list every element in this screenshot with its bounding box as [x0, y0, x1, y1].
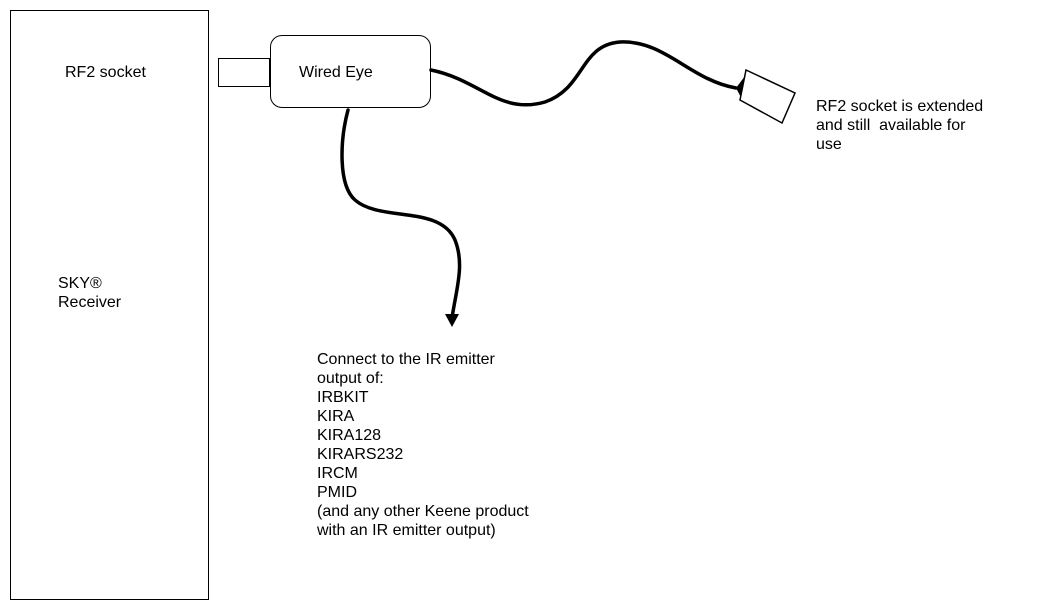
connect-note-line: KIRA: [317, 408, 355, 425]
ir-cable-arrowhead: [445, 314, 459, 327]
extension-note-line2: and still available for: [816, 117, 966, 134]
connect-note-line: with an IR emitter output): [317, 522, 496, 539]
ir-cable: [340, 108, 462, 320]
connect-note-line: (and any other Keene product: [317, 503, 529, 520]
extension-note-line3: use: [816, 136, 842, 153]
connect-note-line: KIRA128: [317, 427, 382, 444]
diagram: RF2 socket SKY® Receiver Wired Eye RF2 s…: [10, 10, 984, 600]
cables: [340, 40, 796, 327]
connect-note-line: IRCM: [317, 465, 358, 482]
connect-note-line: output of:: [317, 370, 384, 387]
extension-connector-body: [739, 68, 796, 125]
wired-eye-label: Wired Eye: [299, 64, 373, 81]
connect-note-line: PMID: [317, 484, 357, 501]
wired-eye-box: [270, 35, 431, 108]
extension-note-line1: RF2 socket is extended: [816, 98, 984, 115]
rf2-plug: [218, 58, 270, 87]
connect-note-line: KIRARS232: [317, 446, 404, 463]
connect-note-line: Connect to the IR emitter: [317, 351, 495, 368]
receiver-name-line2: Receiver: [58, 294, 122, 311]
connect-note-line: IRBKIT: [317, 389, 369, 406]
extension-cable: [429, 40, 738, 107]
receiver-name-line1: SKY®: [58, 275, 102, 292]
rf2-socket-label: RF2 socket: [65, 64, 146, 81]
